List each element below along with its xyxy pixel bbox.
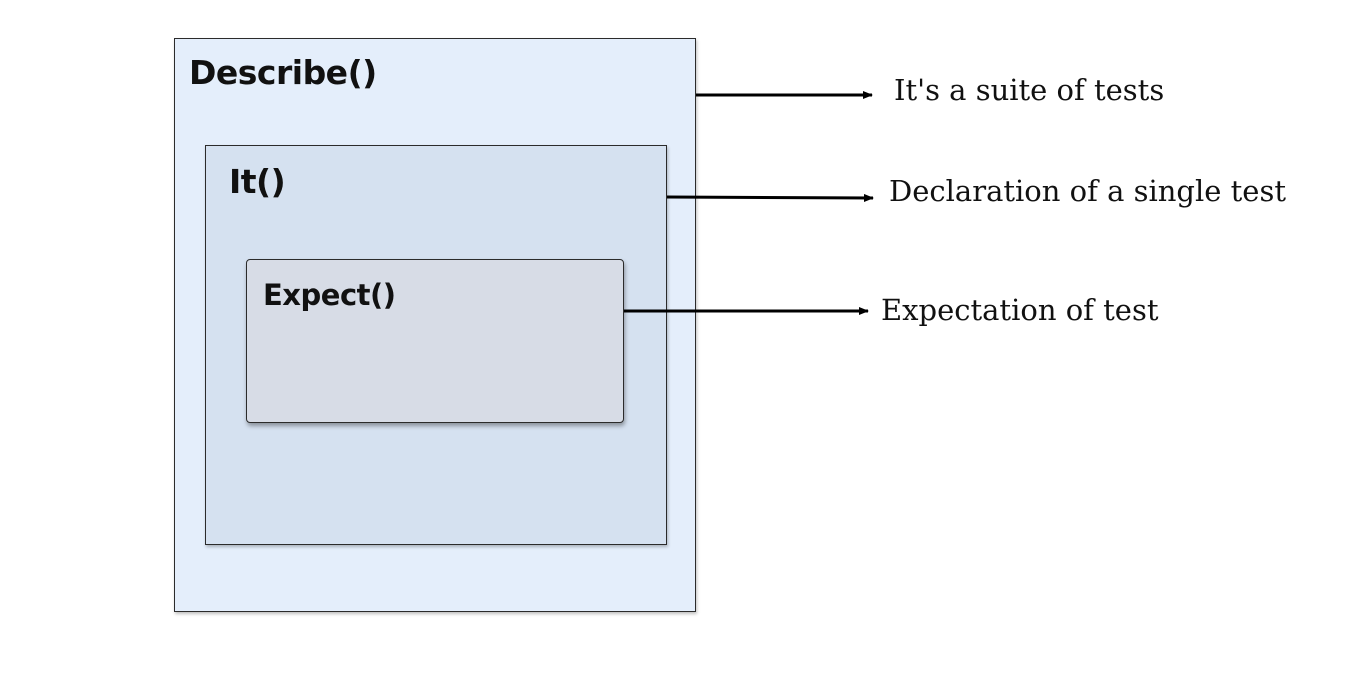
single-test-annotation: Declaration of a single test bbox=[889, 174, 1286, 208]
describe-label: Describe() bbox=[189, 53, 377, 92]
suite-annotation: It's a suite of tests bbox=[894, 73, 1165, 107]
arrow-single-test bbox=[666, 193, 874, 202]
it-label: It() bbox=[229, 162, 286, 201]
expect-box: Expect() bbox=[246, 259, 624, 423]
expectation-annotation: Expectation of test bbox=[881, 293, 1159, 327]
expect-label: Expect() bbox=[263, 278, 396, 312]
